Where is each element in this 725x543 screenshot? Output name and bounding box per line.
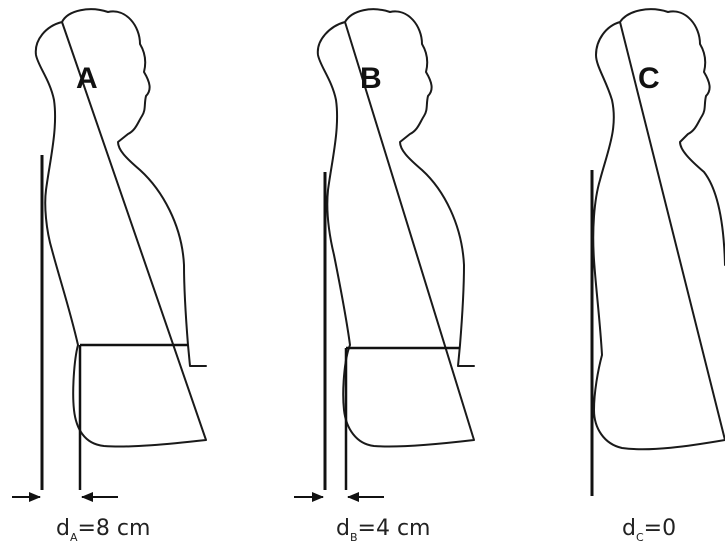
panel-label-c: C bbox=[638, 62, 660, 95]
panel-b: B dB=4 cm bbox=[294, 9, 474, 543]
panel-a: A dA=8 cm bbox=[12, 9, 206, 543]
body-outline-a bbox=[36, 9, 206, 446]
caption-a: dA=8 cm bbox=[56, 516, 150, 543]
panel-label-b: B bbox=[360, 62, 382, 95]
body-outline-b bbox=[318, 9, 474, 446]
panel-label-a: A bbox=[76, 62, 98, 95]
panel-c: C dC=0 bbox=[592, 9, 725, 543]
caption-b: dB=4 cm bbox=[336, 516, 430, 543]
caption-c: dC=0 bbox=[622, 516, 676, 543]
